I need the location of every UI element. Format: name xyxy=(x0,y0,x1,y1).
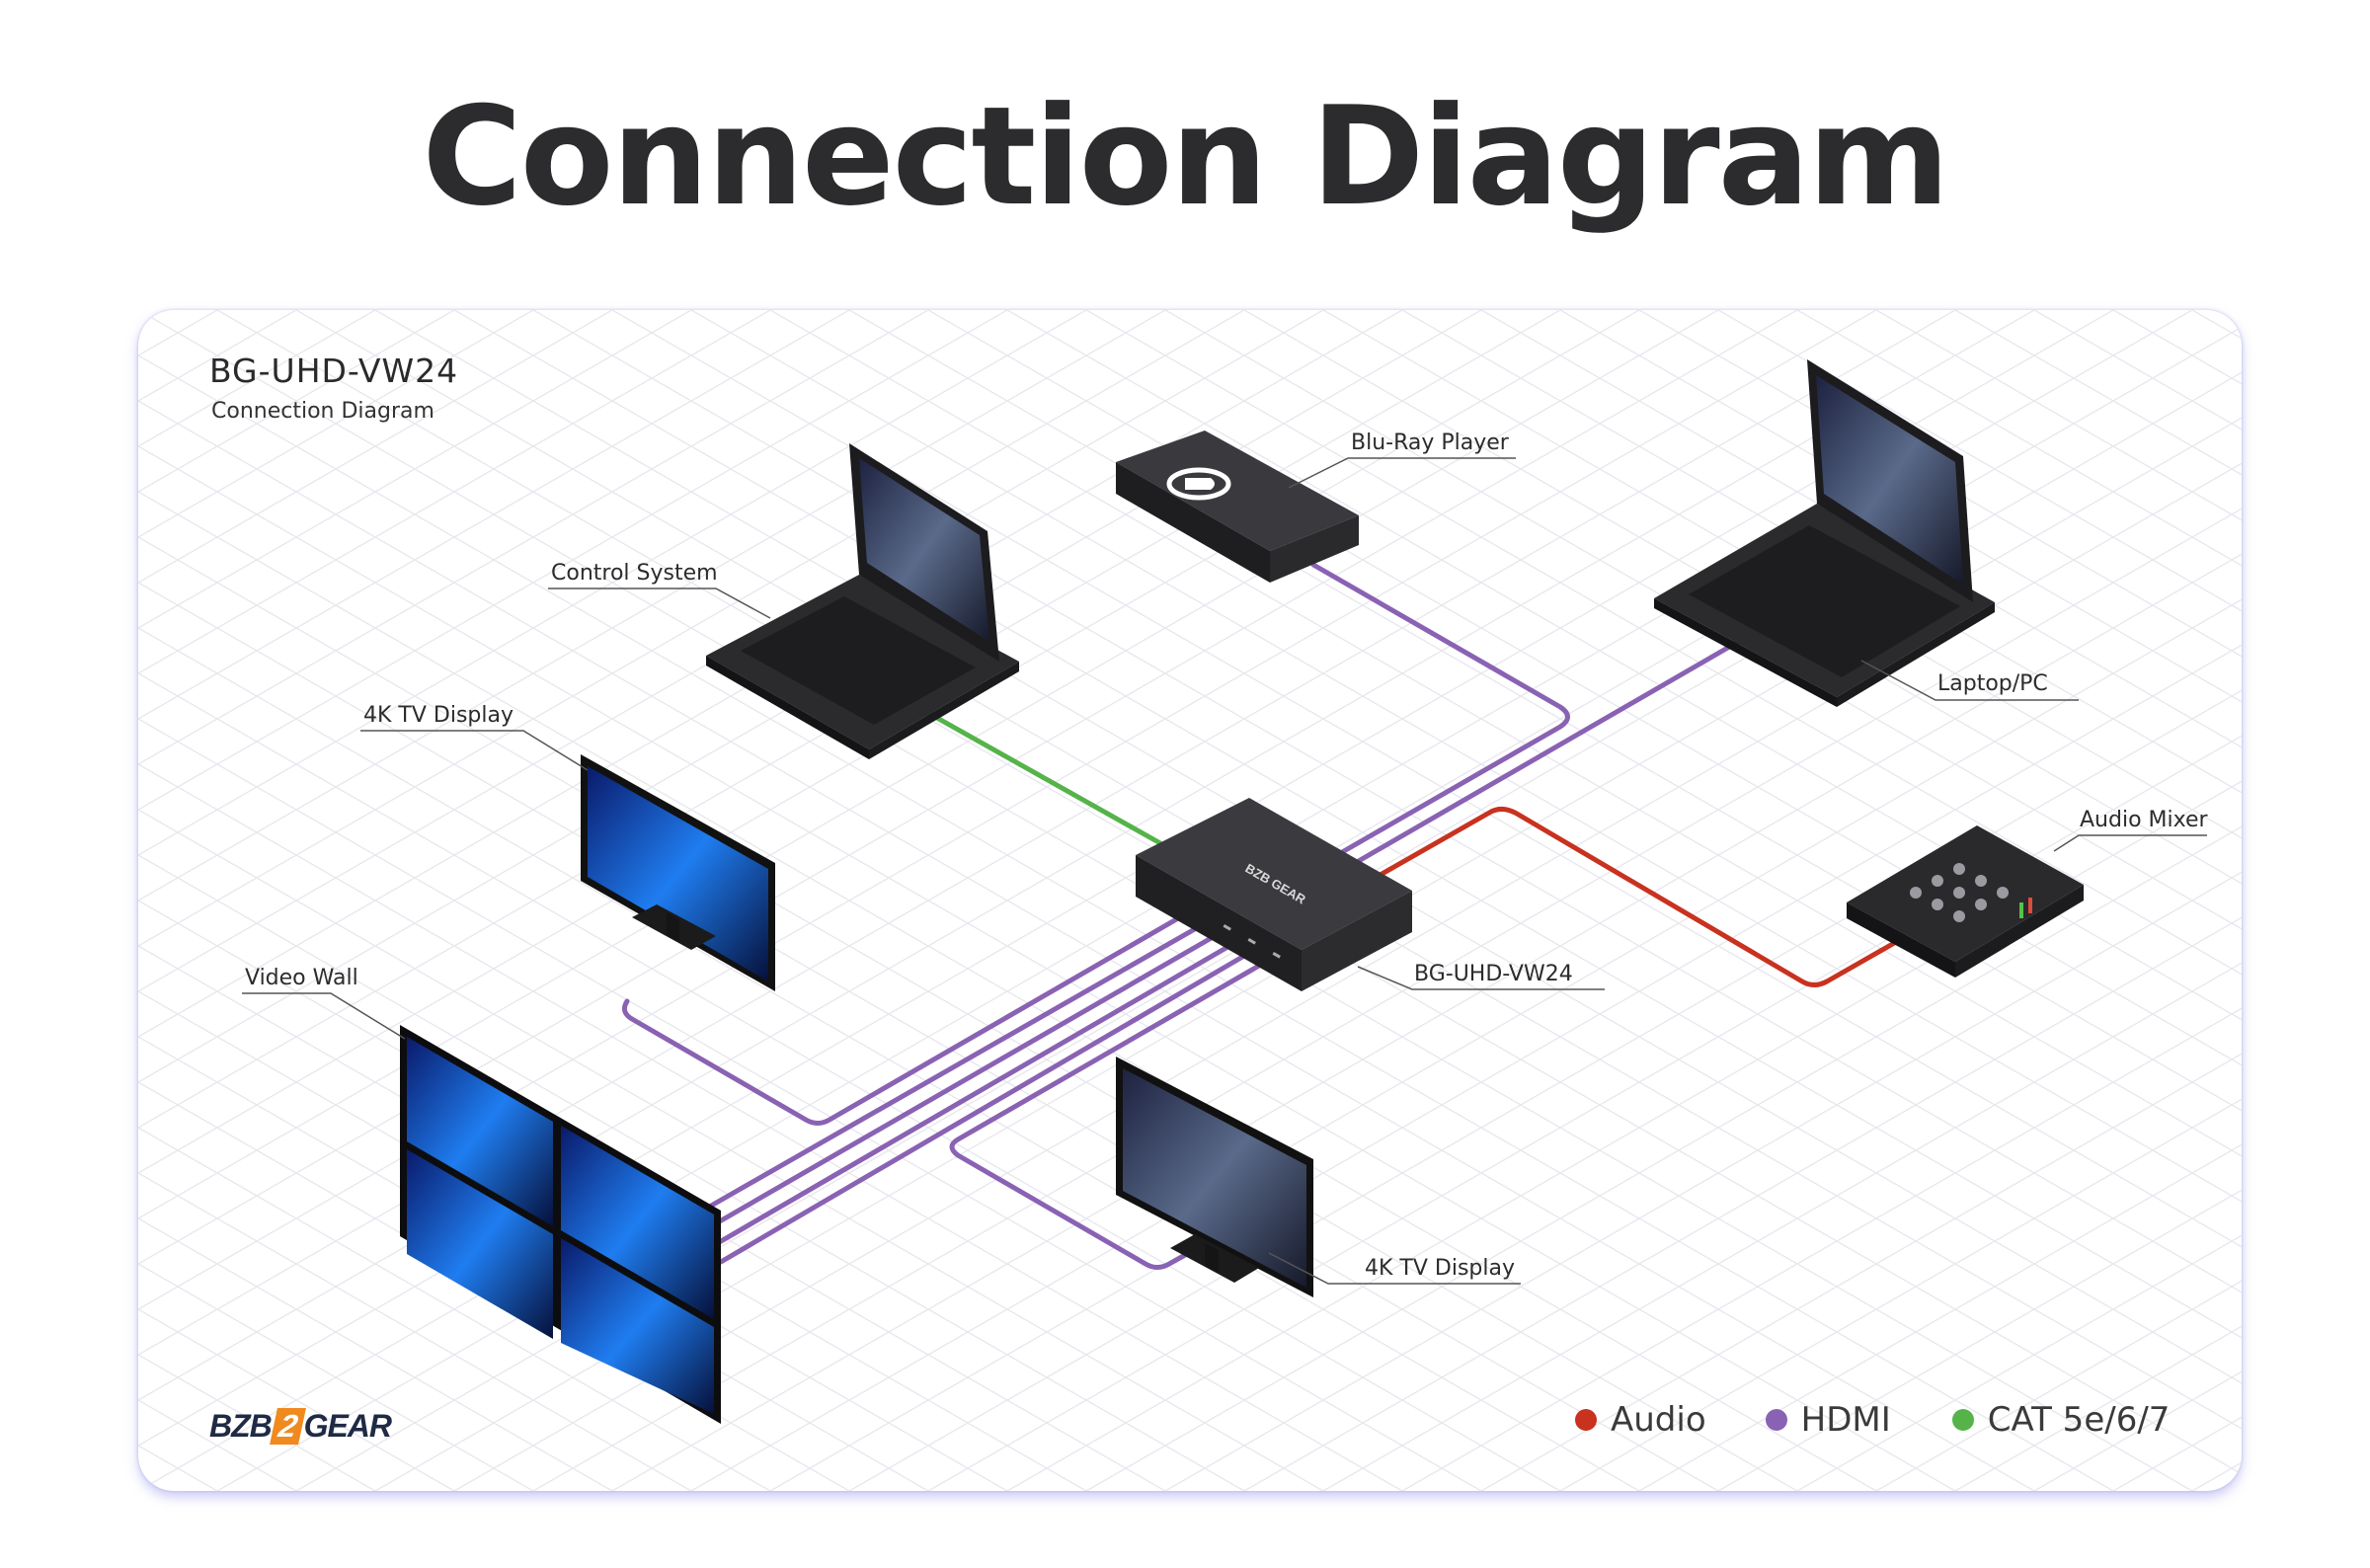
tv-display-bottom xyxy=(1116,1057,1313,1297)
control-system-laptop xyxy=(706,443,1019,759)
label-audio-mixer: Audio Mixer xyxy=(2080,808,2208,832)
cable-hdmi-wall-2 xyxy=(708,933,1218,1229)
label-control-system: Control System xyxy=(551,561,718,586)
label-laptop-pc: Laptop/PC xyxy=(1937,671,2048,696)
legend-item-hdmi: HDMI xyxy=(1765,1400,1891,1440)
laptop-pc xyxy=(1654,359,1995,707)
audio-mixer xyxy=(1847,825,2084,978)
diagram-canvas: BZB GEAR xyxy=(138,310,2242,1491)
leader-control-system xyxy=(548,588,771,619)
brand-logo-mid: 2 xyxy=(269,1408,306,1445)
legend-label-cat: CAT 5e/6/7 xyxy=(1987,1400,2171,1440)
label-tv-display-left: 4K TV Display xyxy=(363,703,514,728)
legend-dot-audio xyxy=(1575,1409,1597,1431)
legend-label-hdmi: HDMI xyxy=(1800,1400,1891,1440)
legend: Audio HDMI CAT 5e/6/7 xyxy=(1575,1400,2170,1440)
cable-hdmi-tv-left xyxy=(621,911,1188,1126)
cable-hdmi-blu-ray xyxy=(1310,562,1570,866)
legend-item-cat: CAT 5e/6/7 xyxy=(1951,1400,2171,1440)
leader-hub xyxy=(1357,966,1605,990)
diagram-card: BZB GEAR xyxy=(138,310,2242,1491)
label-video-wall: Video Wall xyxy=(245,966,358,990)
hub-device: BZB GEAR xyxy=(1136,798,1412,991)
video-wall xyxy=(400,1025,721,1424)
blu-ray-logo-icon xyxy=(1166,467,1231,501)
label-leaders xyxy=(242,457,2207,1285)
card-subtitle: Connection Diagram xyxy=(211,399,434,424)
label-tv-display-bottom: 4K TV Display xyxy=(1365,1256,1515,1281)
legend-dot-hdmi xyxy=(1765,1409,1787,1431)
leader-laptop-pc xyxy=(1860,660,2079,701)
legend-dot-cat xyxy=(1951,1409,1974,1431)
cable-hdmi-tv-bottom xyxy=(949,963,1262,1270)
leader-audio-mixer xyxy=(2053,834,2207,852)
brand-logo-left: BZB xyxy=(209,1408,273,1444)
cable-cat-control-system xyxy=(925,710,1163,846)
cable-audio-mixer xyxy=(1360,806,1899,987)
page-title: Connection Diagram xyxy=(422,77,1949,236)
card-title: BG-UHD-VW24 xyxy=(209,352,459,390)
cable-hdmi-wall-4 xyxy=(718,953,1247,1265)
leader-tv-left xyxy=(360,730,589,771)
brand-logo-right: GEAR xyxy=(303,1408,392,1444)
cable-hdmi-wall-3 xyxy=(713,943,1232,1247)
cable-hdmi-wall-1 xyxy=(703,923,1203,1212)
label-blu-ray-player: Blu-Ray Player xyxy=(1351,431,1509,455)
cable-hdmi-laptop xyxy=(1335,639,1741,876)
leader-video-wall xyxy=(242,992,406,1040)
legend-item-audio: Audio xyxy=(1575,1400,1706,1440)
legend-label-audio: Audio xyxy=(1611,1400,1706,1440)
leader-tv-bottom xyxy=(1268,1252,1521,1285)
leader-blu-ray xyxy=(1288,457,1516,489)
blu-ray-player xyxy=(1116,431,1359,583)
label-hub: BG-UHD-VW24 xyxy=(1414,962,1573,986)
tv-display-left xyxy=(581,754,775,991)
cables xyxy=(621,562,1899,1270)
